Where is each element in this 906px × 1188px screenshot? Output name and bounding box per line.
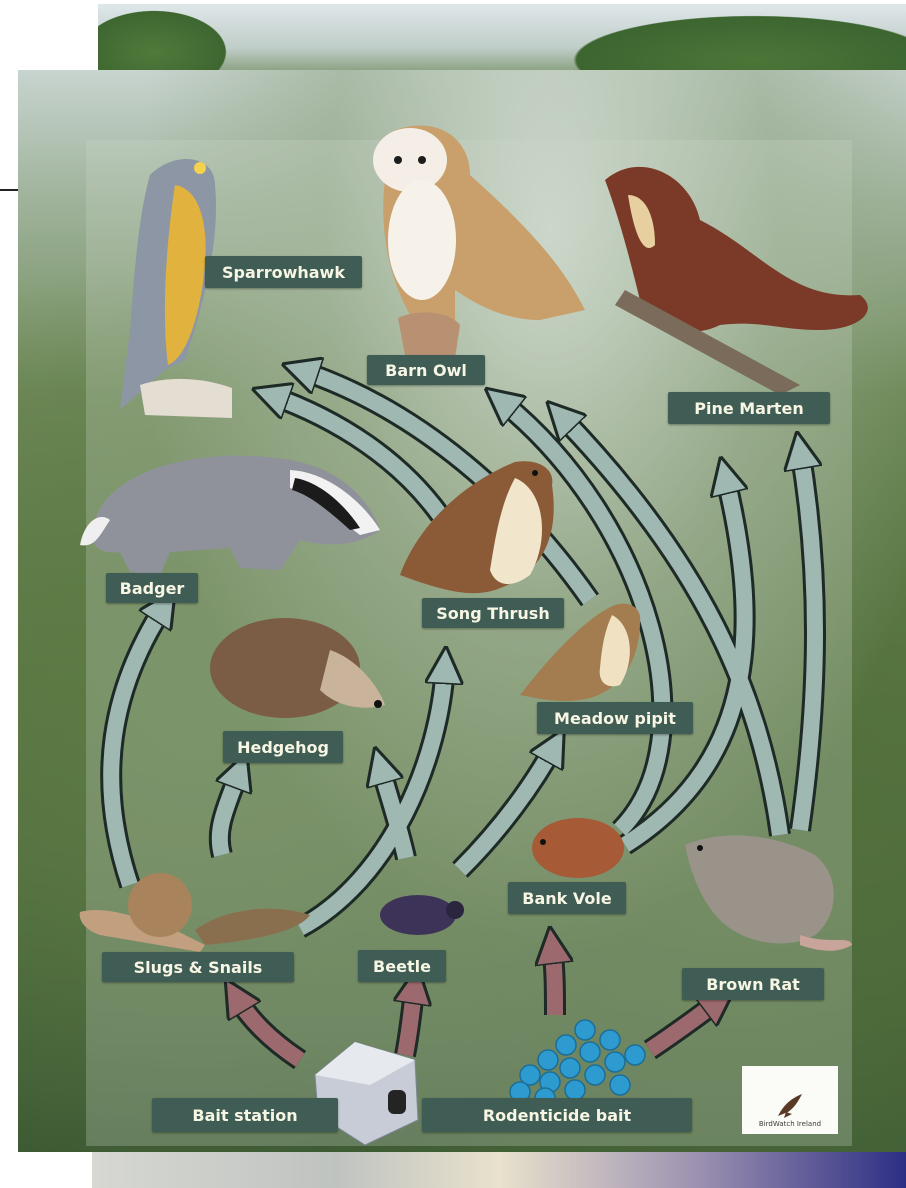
badger-illustration xyxy=(80,456,380,575)
pine-marten-illustration xyxy=(605,167,868,395)
rodenticide-bait-illustration xyxy=(510,1020,645,1108)
barn-owl-illustration xyxy=(373,126,585,358)
label-slugs-snails: Slugs & Snails xyxy=(102,952,294,982)
logo-text: BirdWatch Ireland xyxy=(759,1120,821,1128)
label-meadow-pipit: Meadow pipit xyxy=(537,702,693,734)
birdwatch-ireland-logo: BirdWatch Ireland xyxy=(742,1066,838,1134)
bank-vole-illustration xyxy=(532,818,624,878)
label-bank-vole: Bank Vole xyxy=(508,882,626,914)
slugs-snails-illustration xyxy=(80,873,310,952)
label-rodenticide-bait: Rodenticide bait xyxy=(422,1098,692,1132)
sparrowhawk-illustration xyxy=(120,159,232,418)
label-beetle: Beetle xyxy=(358,950,446,982)
bird-logo-icon xyxy=(770,1090,810,1120)
label-barn-owl: Barn Owl xyxy=(367,355,485,385)
brown-rat-illustration xyxy=(685,835,852,950)
label-brown-rat: Brown Rat xyxy=(682,968,824,1000)
label-hedgehog: Hedgehog xyxy=(223,731,343,763)
label-bait-station: Bait station xyxy=(152,1098,338,1132)
label-song-thrush: Song Thrush xyxy=(422,598,564,628)
hedgehog-illustration xyxy=(210,618,385,718)
label-badger: Badger xyxy=(106,573,198,603)
beetle-illustration xyxy=(380,895,464,935)
label-pine-marten: Pine Marten xyxy=(668,392,830,424)
label-sparrowhawk: Sparrowhawk xyxy=(205,256,362,288)
